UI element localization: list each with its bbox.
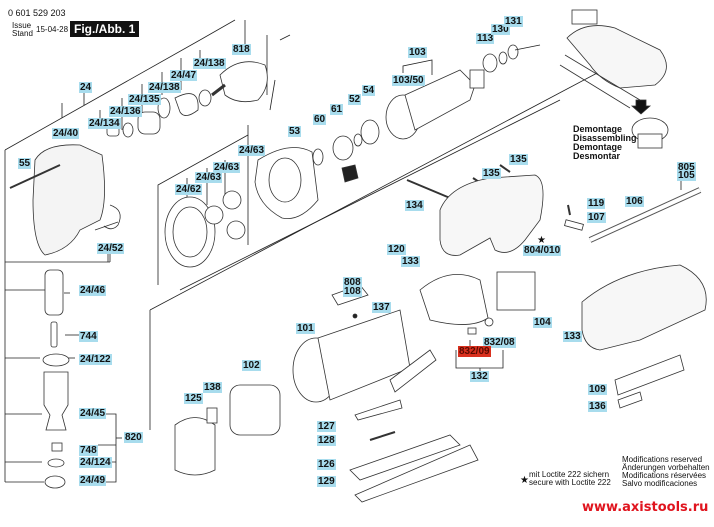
parts: [9, 9, 707, 503]
part-label[interactable]: 24: [79, 82, 93, 93]
caption-line: Disassembling: [573, 133, 637, 143]
part-label[interactable]: 132: [470, 371, 489, 382]
part-label[interactable]: 113: [476, 33, 495, 44]
note-line: Salvo modificaciones: [622, 479, 698, 488]
note-line: Modifications reserved: [622, 455, 703, 464]
part-label[interactable]: 24/63: [195, 172, 223, 183]
stand-label: Stand: [12, 29, 33, 38]
part-label[interactable]: 107: [587, 212, 606, 223]
part-label[interactable]: 24/124: [79, 457, 112, 468]
note-line: Änderungen vorbehalten: [622, 463, 710, 472]
part-number: 0 601 529 203: [8, 8, 66, 18]
part-label[interactable]: 137: [372, 302, 391, 313]
part-label[interactable]: 24/63: [238, 145, 266, 156]
part-label-highlighted[interactable]: 832/09: [458, 346, 491, 357]
part-label[interactable]: 820: [124, 432, 143, 443]
part-label[interactable]: 127: [317, 421, 336, 432]
part-label[interactable]: 134: [405, 200, 424, 211]
part-label[interactable]: 128: [317, 435, 336, 446]
note-line: Modifications réservées: [622, 471, 707, 480]
note-line: mit Loctite 222 sichern: [529, 470, 610, 479]
part-label[interactable]: 24/52: [97, 243, 125, 254]
disassembly-caption: Demontage Disassembling Demontage Desmon…: [573, 125, 637, 161]
part-label[interactable]: 24/45: [79, 408, 107, 419]
note-line: secure with Loctite 222: [529, 478, 611, 487]
part-label[interactable]: 24/135: [128, 94, 161, 105]
part-label[interactable]: 24/46: [79, 285, 107, 296]
part-label[interactable]: 832/08: [483, 337, 516, 348]
part-label[interactable]: 136: [588, 401, 607, 412]
part-label[interactable]: 818: [232, 44, 251, 55]
issue-stand-label: Issue Stand: [12, 22, 33, 38]
part-label[interactable]: 119: [587, 198, 606, 209]
part-label[interactable]: 105: [677, 170, 696, 181]
loctite-note: mit Loctite 222 sichern secure with Loct…: [529, 471, 611, 487]
part-label[interactable]: 133: [563, 331, 582, 342]
angle-head-housing: [32, 144, 105, 256]
part-label[interactable]: 135: [482, 168, 501, 179]
part-label[interactable]: 52: [348, 94, 362, 105]
part-label[interactable]: 53: [288, 126, 302, 137]
part-label[interactable]: 24/47: [170, 70, 198, 81]
part-label[interactable]: 130: [491, 24, 510, 35]
part-label[interactable]: 101: [296, 323, 315, 334]
part-label[interactable]: 24/138: [148, 82, 181, 93]
part-label[interactable]: 135: [509, 154, 528, 165]
figure-label: Fig./Abb. 1: [70, 21, 140, 37]
part-label[interactable]: 744: [79, 331, 98, 342]
part-label[interactable]: 61: [330, 104, 344, 115]
loctite-star-icon: ★: [520, 475, 529, 486]
part-label[interactable]: 126: [317, 459, 336, 470]
watermark-link[interactable]: www.axistools.ru: [582, 500, 709, 515]
part-label[interactable]: 131: [504, 16, 523, 27]
caption-line: Desmontar: [573, 151, 621, 161]
part-label[interactable]: 103: [408, 47, 427, 58]
part-label[interactable]: 748: [79, 445, 98, 456]
part-label[interactable]: 104: [533, 317, 552, 328]
part-label[interactable]: 24/40: [52, 128, 80, 139]
part-label[interactable]: 808: [343, 277, 362, 288]
part-label[interactable]: 108: [343, 286, 362, 297]
part-label[interactable]: 805: [677, 162, 696, 173]
part-label[interactable]: 103/50: [392, 75, 425, 86]
caption-line: Demontage: [573, 142, 623, 152]
part-label[interactable]: 125: [184, 393, 203, 404]
issue-date: 15-04-28: [36, 25, 69, 34]
caption-line: Demontage: [573, 124, 623, 134]
part-label[interactable]: 24/134: [88, 118, 121, 129]
leader-lines: [4, 19, 682, 483]
part-label[interactable]: 24/63: [213, 162, 241, 173]
part-label[interactable]: 138: [203, 382, 222, 393]
part-label[interactable]: 24/136: [109, 106, 142, 117]
part-label[interactable]: 109: [588, 384, 607, 395]
part-label[interactable]: 24/62: [175, 184, 203, 195]
part-label[interactable]: 120: [387, 244, 406, 255]
part-label[interactable]: 54: [362, 85, 376, 96]
part-label[interactable]: 24/122: [79, 354, 112, 365]
part-label[interactable]: 24/138: [193, 58, 226, 69]
part-label[interactable]: 129: [317, 476, 336, 487]
part-label[interactable]: 24/49: [79, 475, 107, 486]
part-label[interactable]: 804/010: [523, 245, 562, 256]
modifications-note: Modifications reserved Änderungen vorbeh…: [622, 456, 710, 488]
part-label[interactable]: 106: [625, 196, 644, 207]
loctite-star-icon: ★: [537, 235, 546, 246]
part-label[interactable]: 102: [242, 360, 261, 371]
part-label[interactable]: 60: [313, 114, 327, 125]
part-label[interactable]: 133: [401, 256, 420, 267]
issue-label: Issue: [12, 21, 32, 30]
part-label[interactable]: 55: [18, 158, 32, 169]
